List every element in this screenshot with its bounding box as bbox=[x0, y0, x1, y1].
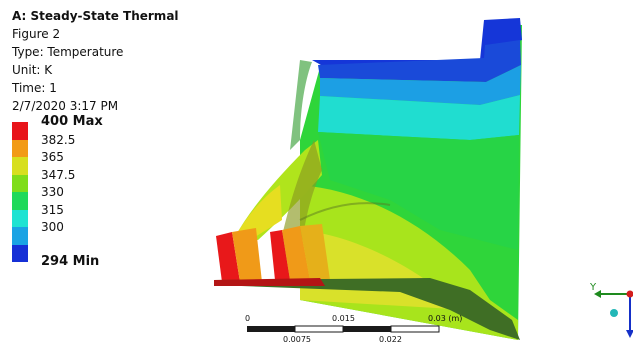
axis-triad[interactable]: Y bbox=[589, 280, 633, 340]
result-type: Type: Temperature bbox=[12, 45, 124, 59]
scale-label-0022: 0.022 bbox=[379, 335, 402, 344]
legend-swatch bbox=[12, 157, 28, 175]
result-unit: Unit: K bbox=[12, 63, 53, 77]
legend-label: 365 bbox=[41, 150, 64, 164]
scale-segment-3 bbox=[343, 326, 391, 332]
scale-label-0015: 0.015 bbox=[332, 314, 355, 323]
result-time: Time: 1 bbox=[12, 81, 57, 95]
legend-label: 400 Max bbox=[41, 114, 103, 129]
legend-label: 315 bbox=[41, 202, 64, 217]
scale-segment-2 bbox=[294, 325, 344, 333]
legend-swatch bbox=[12, 227, 28, 245]
legend-swatch bbox=[12, 192, 28, 210]
scale-label-0: 0 bbox=[245, 314, 251, 323]
analysis-title: A: Steady-State Thermal bbox=[12, 9, 179, 23]
legend-swatch bbox=[12, 174, 28, 192]
legend-swatch bbox=[12, 209, 28, 227]
legend-swatch bbox=[12, 139, 28, 157]
legend-label: 300 bbox=[41, 220, 64, 234]
legend-swatch bbox=[12, 122, 28, 140]
triad-origin-sphere bbox=[610, 309, 618, 317]
y-axis-arrow bbox=[594, 290, 601, 298]
scale-bar: 0 0.015 0.03 (m) 0.0075 0.022 bbox=[245, 312, 480, 346]
scale-label-00075: 0.0075 bbox=[283, 335, 311, 344]
result-date: 2/7/2020 3:17 PM bbox=[12, 99, 119, 113]
legend-label: 347.5 bbox=[41, 167, 76, 182]
legend-label: 330 bbox=[41, 185, 64, 199]
z-axis-arrow bbox=[626, 330, 633, 338]
y-axis-label: Y bbox=[590, 282, 597, 293]
contour-hub bbox=[214, 224, 520, 340]
scale-label-003: 0.03 (m) bbox=[428, 314, 463, 323]
legend-label: 294 Min bbox=[41, 253, 100, 269]
legend-label: 382.5 bbox=[41, 132, 76, 147]
result-info-panel: A: Steady-State Thermal Figure 2 Type: T… bbox=[12, 7, 179, 115]
scale-segment-4 bbox=[390, 325, 440, 333]
legend-swatch bbox=[12, 244, 28, 262]
x-axis-dot bbox=[626, 290, 633, 298]
scale-segment-1 bbox=[247, 326, 295, 332]
figure-label: Figure 2 bbox=[12, 27, 61, 41]
blade-edge-line bbox=[299, 202, 391, 221]
